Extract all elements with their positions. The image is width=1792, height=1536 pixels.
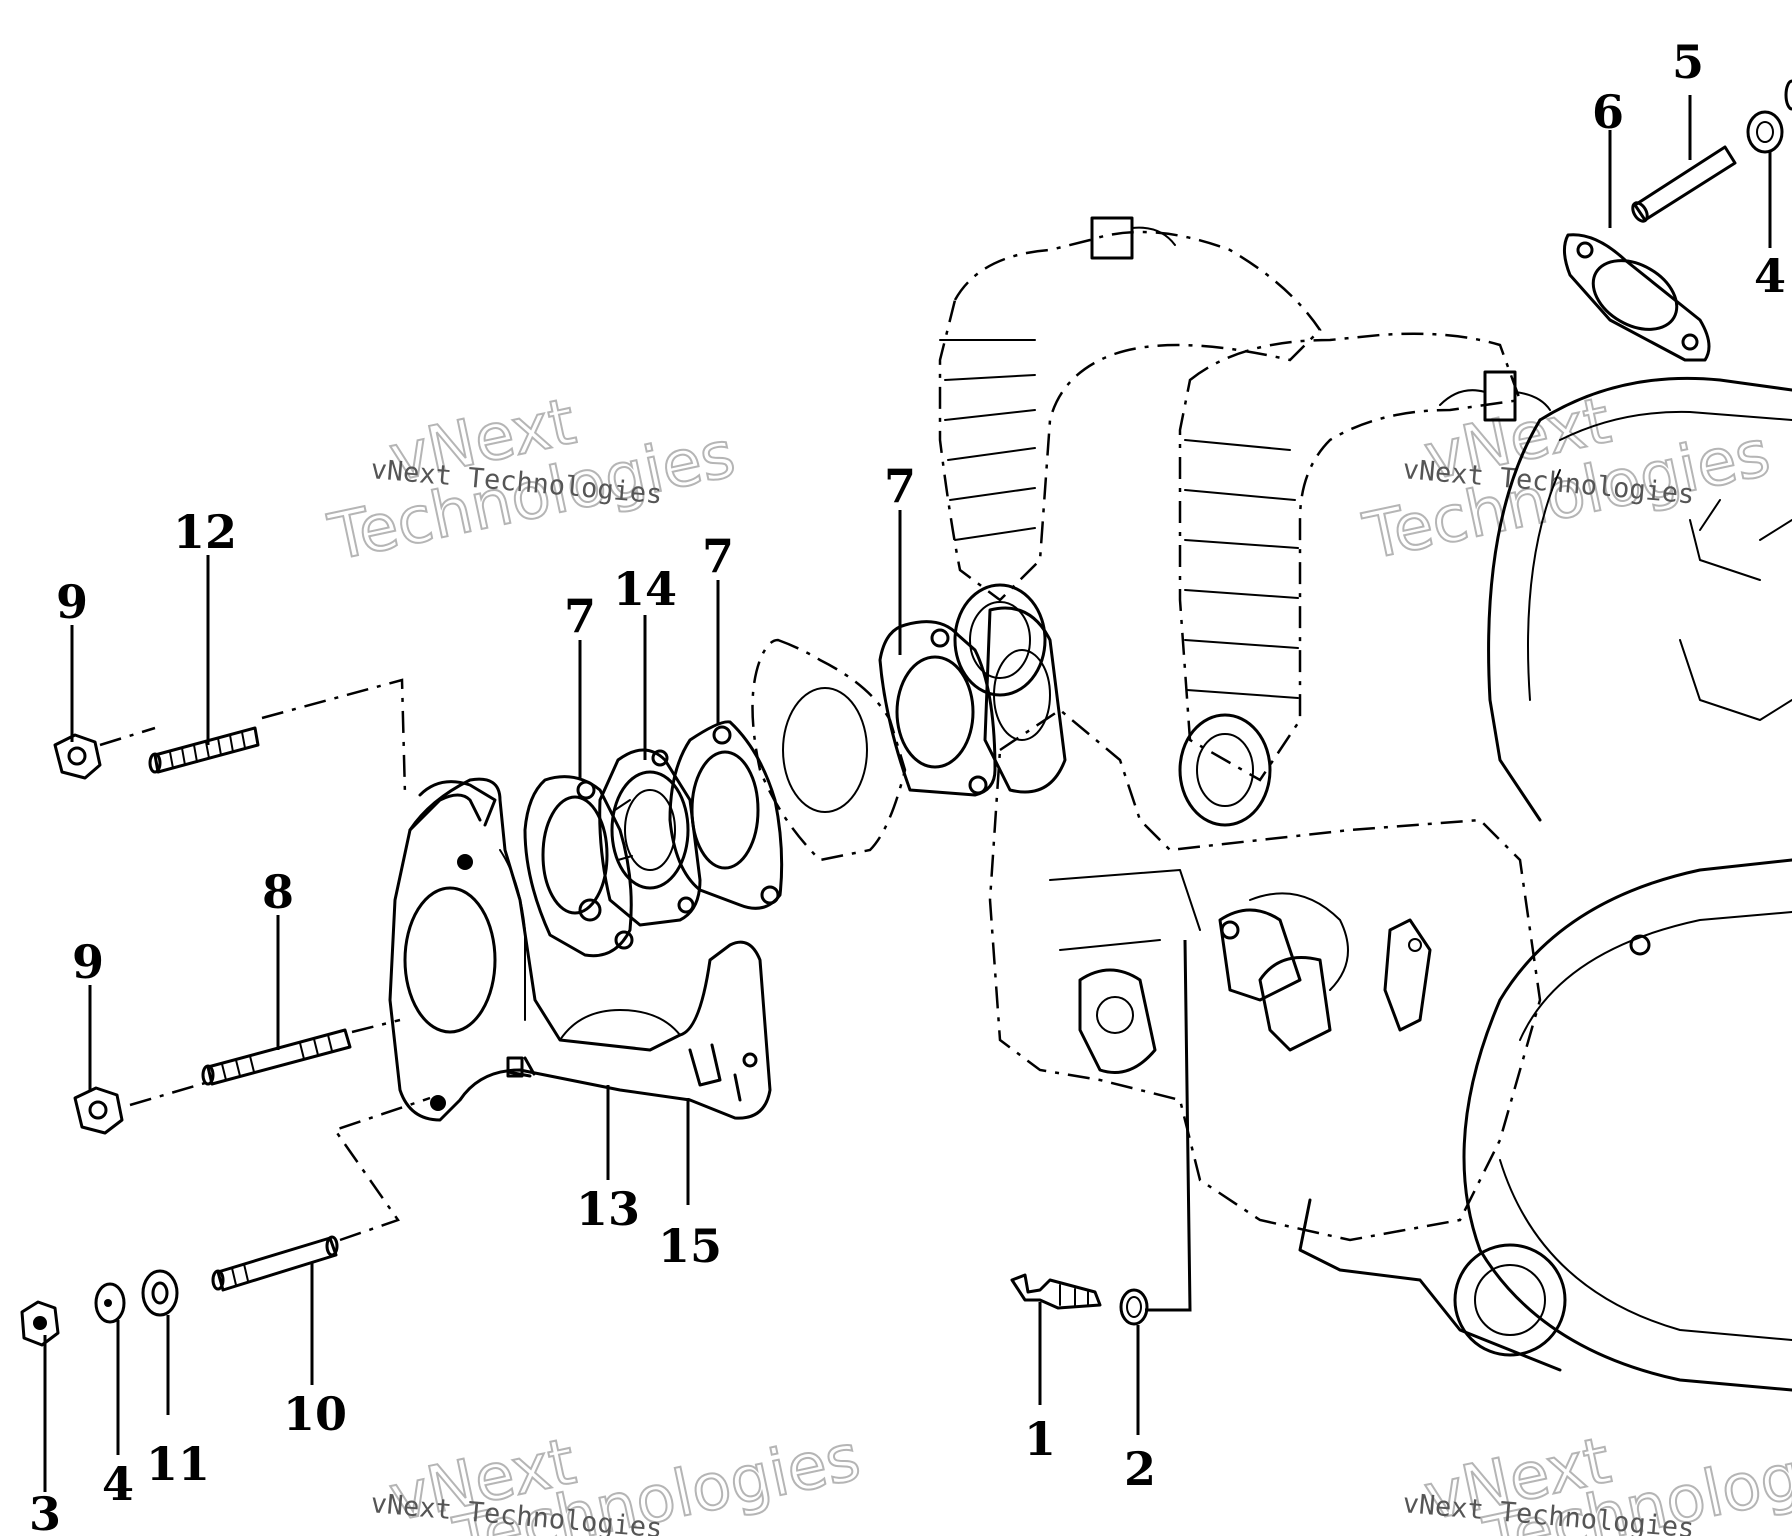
callout-6: 6 bbox=[1592, 85, 1624, 139]
callout-7-right: 7 bbox=[884, 459, 916, 513]
callout-3: 3 bbox=[29, 1487, 61, 1536]
callout-11: 11 bbox=[146, 1437, 210, 1491]
lock-washer-part-4-lower bbox=[94, 1282, 126, 1324]
nut-part-9-upper bbox=[53, 733, 102, 780]
washer-part-4-upper bbox=[1746, 79, 1792, 154]
engine-assembly-drawing bbox=[938, 216, 1792, 1392]
pin-part-5 bbox=[1631, 145, 1737, 223]
callout-8: 8 bbox=[262, 865, 294, 919]
callout-4-upper: 4 bbox=[1754, 249, 1786, 303]
engine-port-gasket-rear bbox=[983, 606, 1067, 794]
callout-9-upper: 9 bbox=[56, 575, 88, 629]
washer-part-11 bbox=[141, 1269, 179, 1317]
stud-part-10 bbox=[211, 1235, 339, 1292]
flange-gasket-part-6 bbox=[1563, 233, 1711, 362]
stud-part-8 bbox=[201, 1028, 352, 1086]
callout-12: 12 bbox=[173, 505, 237, 559]
stud-part-12 bbox=[148, 726, 260, 774]
exhaust-plate-middle bbox=[751, 638, 907, 862]
exhaust-manifold-part-13 bbox=[388, 777, 772, 1122]
valve-part-14 bbox=[598, 748, 702, 927]
callout-5: 5 bbox=[1672, 35, 1704, 89]
nut-part-9-lower bbox=[73, 1086, 124, 1135]
callout-14: 14 bbox=[613, 562, 677, 616]
callout-1: 1 bbox=[1024, 1412, 1056, 1466]
fitting-part-1 bbox=[1010, 1273, 1102, 1310]
callout-10: 10 bbox=[283, 1387, 347, 1441]
callout-2: 2 bbox=[1124, 1442, 1156, 1496]
callout-15: 15 bbox=[658, 1219, 722, 1273]
leader-lines bbox=[43, 95, 1772, 1492]
nut-part-3 bbox=[20, 1300, 60, 1347]
callout-4-lower: 4 bbox=[102, 1457, 134, 1511]
callout-9-lower: 9 bbox=[72, 935, 104, 989]
assembly-centerlines bbox=[99, 678, 1192, 1312]
gasket-part-7-left bbox=[523, 775, 634, 958]
callout-7-middle: 7 bbox=[702, 529, 734, 583]
callout-13: 13 bbox=[576, 1182, 640, 1236]
gasket-part-7-right bbox=[878, 620, 997, 797]
callout-7-left: 7 bbox=[564, 589, 596, 643]
o-ring-part-2 bbox=[1119, 1288, 1149, 1326]
part-callouts: 1 2 3 4 4 5 6 7 7 7 8 9 9 10 11 12 13 14… bbox=[29, 35, 1786, 1536]
